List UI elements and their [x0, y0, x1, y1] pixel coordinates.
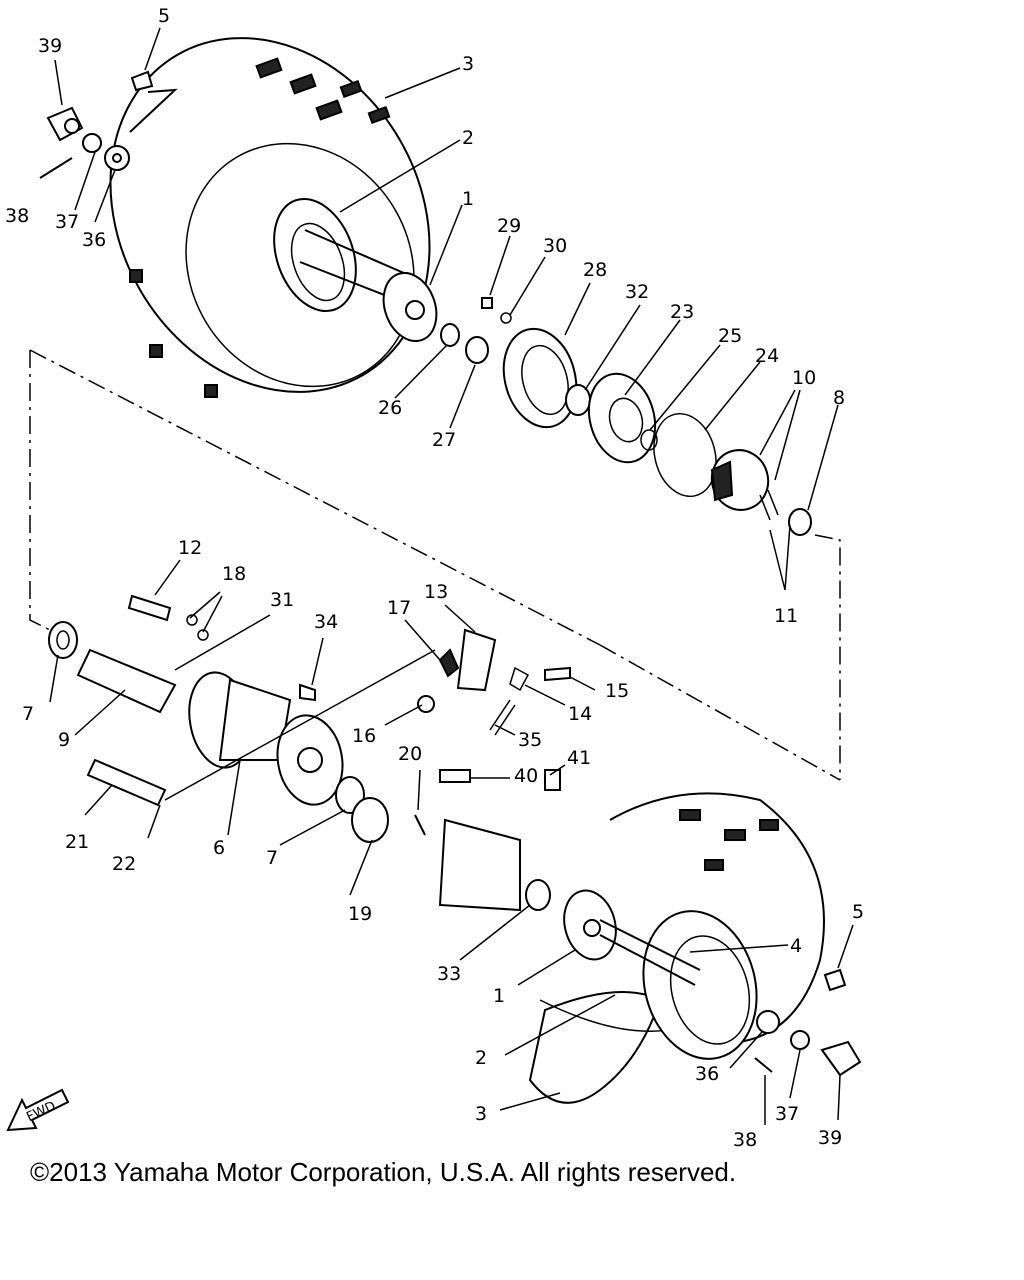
callout-22: 22: [112, 853, 136, 875]
callout-29: 29: [497, 215, 521, 237]
lower-rim: [642, 910, 758, 1060]
callout-12: 12: [178, 537, 202, 559]
middle-parts: [48, 594, 571, 912]
callout-35: 35: [518, 729, 542, 751]
callout-7-left: 7: [22, 703, 34, 725]
callout-8: 8: [833, 387, 845, 409]
axis-lines: [29, 349, 841, 781]
callout-40: 40: [514, 765, 538, 787]
callout-38-lower: 38: [733, 1129, 757, 1151]
callout-25: 25: [718, 325, 742, 347]
lower-cap-nut-set: [754, 968, 862, 1077]
upper-cap-nut-set: [39, 70, 178, 179]
callout-19: 19: [348, 903, 372, 925]
callout-20: 20: [398, 743, 422, 765]
callout-30: 30: [543, 235, 567, 257]
callout-23: 23: [670, 301, 694, 323]
callout-24: 24: [755, 345, 779, 367]
callout-10: 10: [792, 367, 816, 389]
lower-hub: [563, 889, 701, 986]
callout-33: 33: [437, 963, 461, 985]
callout-17: 17: [387, 597, 411, 619]
callout-6: 6: [213, 837, 225, 859]
exploded-parts-diagram: FWD 5 39 3 2 1 38 37 36 29 30 28 32 23 2…: [5, 5, 864, 1151]
callout-38-upper: 38: [5, 205, 29, 227]
fwd-label: FWD: [24, 1099, 58, 1125]
callout-39-upper: 39: [38, 35, 62, 57]
callout-labels: 5 39 3 2 1 38 37 36 29 30 28 32 23 25 24…: [5, 5, 864, 1151]
callout-27: 27: [432, 429, 456, 451]
callout-9: 9: [58, 729, 70, 751]
callout-7-lower: 7: [266, 847, 278, 869]
middle-leader-lines: [49, 559, 596, 961]
callout-4: 4: [790, 935, 802, 957]
callout-32: 32: [625, 281, 649, 303]
callout-14: 14: [568, 703, 592, 725]
callout-16: 16: [352, 725, 376, 747]
callout-3-lower: 3: [475, 1103, 487, 1125]
callout-37-upper: 37: [55, 211, 79, 233]
fwd-arrow-icon: FWD: [6, 1088, 70, 1132]
upper-tire: [109, 37, 431, 398]
callout-1-upper: 1: [462, 188, 474, 210]
copyright-notice: ©2013 Yamaha Motor Corporation, U.S.A. A…: [30, 1157, 737, 1187]
callout-36-lower: 36: [695, 1063, 719, 1085]
callout-31: 31: [270, 589, 294, 611]
lower-leader-lines: [499, 924, 854, 1125]
callout-2-lower: 2: [475, 1047, 487, 1069]
callout-1-lower: 1: [493, 985, 505, 1007]
upper-brake-parts: [440, 297, 812, 536]
callout-15: 15: [605, 680, 629, 702]
callout-21: 21: [65, 831, 89, 853]
callout-37-lower: 37: [775, 1103, 799, 1125]
callout-11: 11: [774, 605, 798, 627]
callout-2-upper: 2: [462, 127, 474, 149]
callout-39-lower: 39: [818, 1127, 842, 1149]
callout-34: 34: [314, 611, 338, 633]
callout-18: 18: [222, 563, 246, 585]
callout-36-upper: 36: [82, 229, 106, 251]
callout-26: 26: [378, 397, 402, 419]
upper-hub: [382, 272, 438, 342]
upper-leader-lines: [54, 27, 839, 591]
callout-3-upper: 3: [462, 53, 474, 75]
callout-13: 13: [424, 581, 448, 603]
callout-28: 28: [583, 259, 607, 281]
callout-5-upper: 5: [158, 5, 170, 27]
callout-5-lower: 5: [852, 901, 864, 923]
callout-41: 41: [567, 747, 591, 769]
